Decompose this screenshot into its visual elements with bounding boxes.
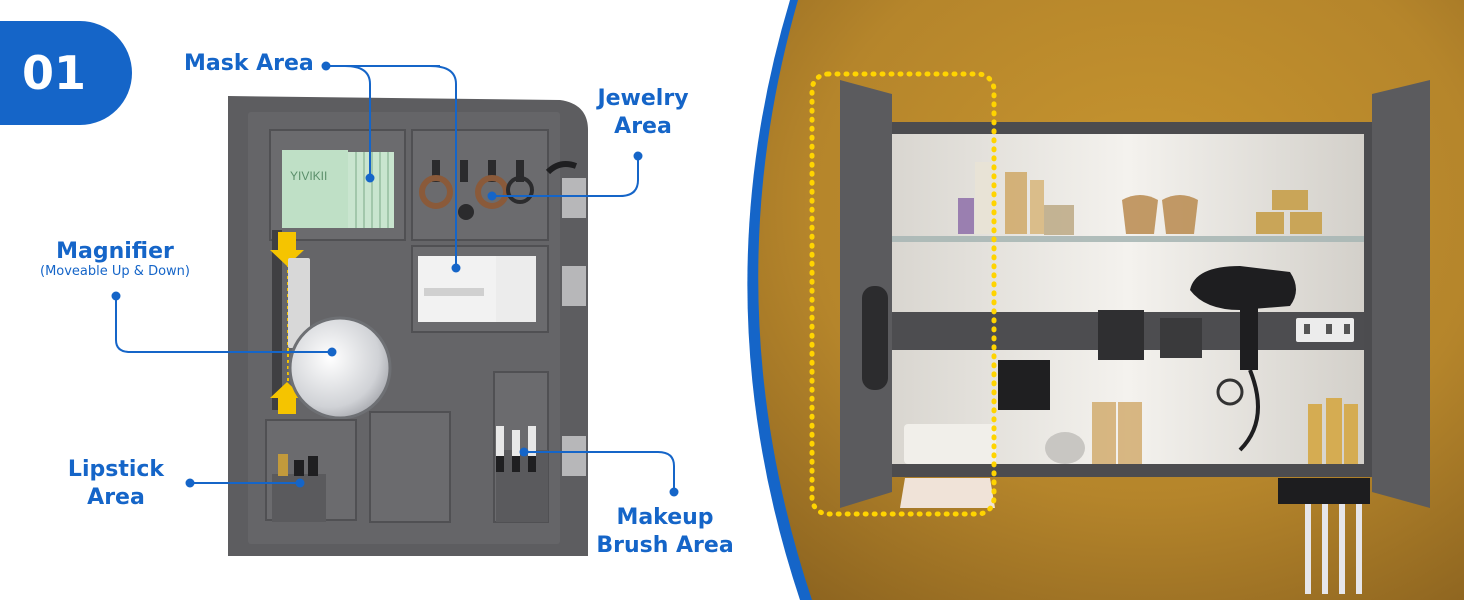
cotton-jar bbox=[1045, 432, 1085, 464]
cabinet-photo bbox=[747, 0, 1464, 600]
power-outlet bbox=[1296, 318, 1354, 342]
hook-ring bbox=[1216, 378, 1244, 406]
jewelry-label-line1: Jewelry bbox=[597, 86, 689, 111]
glass-shelf bbox=[892, 236, 1364, 242]
magnifier-note: (Moveable Up & Down) bbox=[40, 264, 190, 279]
jewelry-label-line2: Area bbox=[614, 114, 672, 139]
bar-box bbox=[1098, 310, 1144, 360]
mask-sheet bbox=[282, 150, 348, 228]
lipstick-label-line1: Lipstick bbox=[67, 457, 165, 482]
jar bbox=[1122, 195, 1158, 234]
callout-lines bbox=[115, 65, 675, 492]
step-number-badge: 01 bbox=[0, 21, 132, 125]
tissue-box bbox=[904, 424, 996, 464]
led-dotted-outline bbox=[809, 71, 997, 517]
callout-dots bbox=[111, 61, 679, 497]
bottle-tall bbox=[975, 162, 995, 234]
makeup-label-line2: Brush Area bbox=[596, 533, 734, 558]
hair-dryer bbox=[1190, 266, 1296, 452]
door-illustration: YIVIKII bbox=[228, 96, 588, 556]
jewelry-area-label: Jewelry Area bbox=[588, 85, 698, 141]
makeup-brushes bbox=[496, 426, 536, 472]
magnifier-label: Magnifier bbox=[56, 239, 174, 264]
lipstick-area-label: Lipstick Area bbox=[56, 456, 176, 512]
mask-brand-text: YIVIKII bbox=[290, 169, 327, 183]
lipstick-label-line2: Area bbox=[87, 485, 145, 510]
toothbrush-holder bbox=[1278, 478, 1370, 504]
makeup-label-line1: Makeup bbox=[616, 505, 714, 530]
magnifier-mirror bbox=[288, 316, 392, 420]
mask-area-label: Mask Area bbox=[184, 51, 314, 76]
arrow-down-icon bbox=[270, 232, 304, 266]
right-door bbox=[1372, 80, 1430, 508]
makeup-brush-area-label: Makeup Brush Area bbox=[590, 504, 740, 560]
hook-icon bbox=[432, 160, 524, 182]
brush-pocket bbox=[496, 450, 548, 522]
brush-cup bbox=[1160, 318, 1202, 358]
